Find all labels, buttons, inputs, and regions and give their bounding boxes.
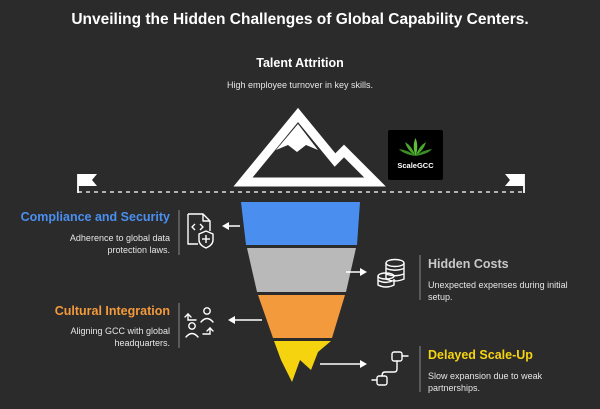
scale-up-label: Delayed Scale-Up (428, 348, 533, 362)
cultural-desc: Aligning GCC with global headquarters. (70, 326, 170, 348)
path-route-icon (371, 351, 409, 386)
leaf-logo-icon (399, 138, 432, 156)
left-flag-icon (77, 174, 97, 193)
funnel-layer-compliance (241, 202, 360, 245)
right-flag-icon (505, 174, 525, 193)
talent-attrition-desc: High employee turnover in key skills. (226, 80, 374, 90)
page-title: Unveiling the Hidden Challenges of Globa… (71, 11, 529, 28)
scale-up-desc: Slow expansion due to weak partnerships. (428, 371, 543, 393)
hidden-costs-label: Hidden Costs (428, 257, 509, 271)
cultural-label: Cultural Integration (54, 304, 170, 318)
talent-attrition-label: Talent Attrition (256, 56, 344, 70)
funnel-layer-scale-up (274, 341, 331, 382)
coins-stack-icon (377, 258, 405, 288)
document-shield-icon (187, 213, 214, 249)
people-arrows-icon (184, 307, 214, 338)
hidden-costs-desc: Unexpected expenses during initial setup… (428, 280, 568, 302)
logo-text: ScaleGCC (397, 161, 434, 170)
funnel-layer-cultural (258, 295, 345, 338)
compliance-desc: Adherence to global data protection laws… (69, 233, 170, 255)
scalegcc-logo: ScaleGCC (388, 130, 443, 180)
mountain-icon (233, 107, 386, 187)
compliance-label: Compliance and Security (20, 210, 170, 224)
funnel-layer-hidden-costs (247, 248, 356, 292)
